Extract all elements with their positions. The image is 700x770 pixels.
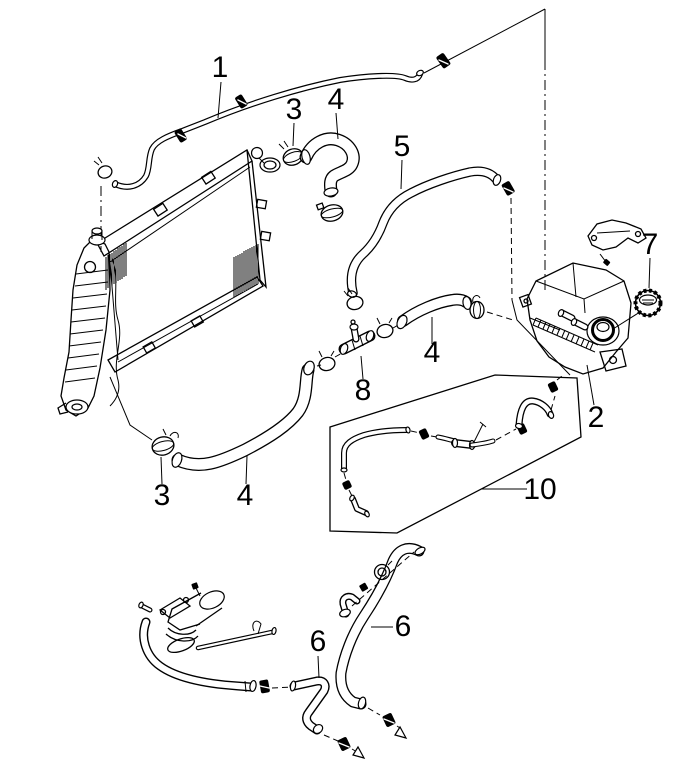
callout-label: 3 (154, 479, 171, 512)
callout-6-front: 6 (310, 625, 327, 679)
callout-label: 3 (286, 93, 303, 126)
tank-filler-neck (586, 316, 620, 346)
hose-clamp (376, 317, 394, 339)
hose-clamp (343, 287, 364, 311)
heater-hose-front (289, 676, 366, 759)
reservoir-hose-short (396, 293, 514, 330)
core-hatch-right (233, 244, 259, 297)
hose-clip (174, 94, 248, 143)
callout-7: 7 (642, 228, 659, 289)
hose-clamp (93, 156, 113, 179)
callout-label: 4 (237, 479, 254, 512)
callout-label: 6 (395, 610, 412, 643)
breather-hose-kit (329, 374, 582, 534)
callouts: 1 3 4 5 7 2 8 4 (154, 51, 659, 679)
kit-outline-box (329, 374, 582, 534)
hose-connector (318, 317, 401, 372)
reservoir-cap (612, 288, 663, 330)
callout-label: 10 (523, 473, 556, 506)
hose-clamp-lower (151, 428, 179, 456)
upper-radiator-hose (299, 132, 360, 222)
callout-10: 10 (481, 473, 557, 506)
callout-label: 4 (328, 83, 345, 116)
callout-label: 1 (212, 51, 229, 84)
callout-2: 2 (586, 364, 605, 434)
lower-radiator-hose (171, 360, 322, 472)
callout-4-bottom: 4 (237, 455, 254, 512)
bypass-hose (343, 166, 515, 311)
hose-clip (436, 53, 451, 69)
thermostat-housing (138, 582, 225, 654)
callout-6-rear: 6 (371, 610, 411, 643)
callout-4-middle: 4 (424, 317, 441, 369)
reservoir-bracket (587, 219, 647, 266)
callout-3-bottom: 3 (154, 456, 171, 512)
hose-clamp (315, 202, 344, 222)
callout-4-top: 4 (328, 83, 345, 140)
callout-3-top: 3 (286, 93, 303, 147)
hose-clamp (318, 350, 336, 372)
hose-clamp (469, 295, 485, 320)
overflow-hose (93, 53, 451, 190)
tank-seam (532, 317, 599, 353)
callout-8: 8 (355, 355, 372, 407)
callout-label: 4 (424, 336, 441, 369)
callout-1: 1 (212, 51, 229, 119)
callout-label: 8 (355, 374, 372, 407)
elbow-fitting (339, 582, 369, 618)
radiator-filler-neck (250, 146, 281, 173)
hose-clip (501, 181, 515, 196)
callout-5: 5 (394, 130, 411, 190)
direction-arrow (394, 725, 408, 739)
callout-label: 2 (588, 401, 605, 434)
callout-label: 6 (310, 625, 327, 658)
direction-arrow (352, 745, 366, 759)
radiator-side-tank (57, 227, 121, 417)
radiator (57, 146, 281, 417)
callout-label: 7 (642, 228, 659, 261)
callout-label: 5 (394, 130, 411, 163)
water-outlet-pipe (138, 582, 293, 694)
coolant-reservoir-tank (518, 262, 632, 375)
heater-hose-rear (335, 542, 426, 739)
